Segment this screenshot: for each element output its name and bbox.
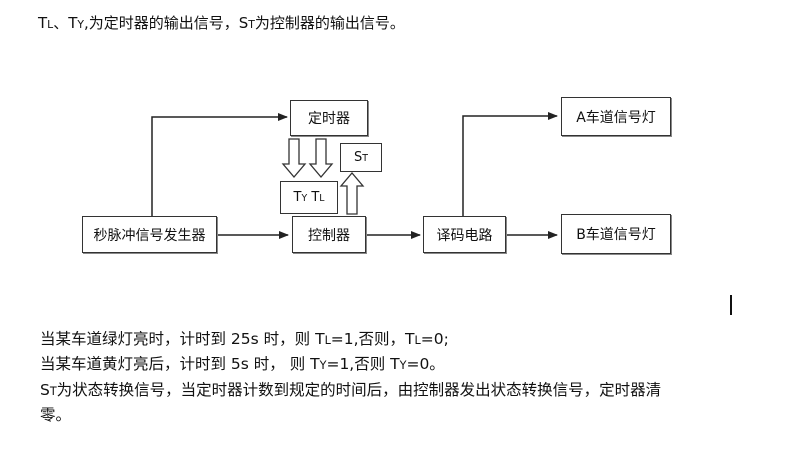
tl-symbol: TL <box>38 14 54 32</box>
tl-label: TL <box>311 190 325 205</box>
note-line-2: 当某车道黄灯亮后，计时到 5s 时， 则 TY=1,否则 TY=0。 <box>40 355 445 373</box>
a-light-label: A车道信号灯 <box>576 109 656 126</box>
ty-down-arrow <box>281 138 307 179</box>
tl-down-arrow <box>308 138 334 179</box>
timer-box: 定时器 <box>290 100 368 136</box>
note-line-4: 零。 <box>40 406 72 424</box>
ty-tl-label-box: TY TL <box>280 181 338 214</box>
st-symbol: ST <box>238 14 255 32</box>
ty-label: TY <box>293 190 308 205</box>
ty-symbol: TY <box>68 14 84 32</box>
decoder-box: 译码电路 <box>423 216 506 253</box>
st-label: ST <box>354 150 368 165</box>
pulse-to-timer-line <box>151 113 288 217</box>
note-line-1: 当某车道绿灯亮时，计时到 25s 时，则 TL=1,否则，TL=0; <box>40 330 449 348</box>
controller-box: 控制器 <box>292 216 366 253</box>
pulse-generator-box: 秒脉冲信号发生器 <box>82 216 217 253</box>
b-light-label: B车道信号灯 <box>576 227 656 243</box>
decoder-to-a-line <box>462 112 558 217</box>
timer-label: 定时器 <box>308 111 350 127</box>
b-light-box: B车道信号灯 <box>561 214 671 254</box>
st-label-box: ST <box>340 143 382 172</box>
separator: 、 <box>53 14 69 32</box>
text-cursor <box>730 295 732 315</box>
decoder-label: 译码电路 <box>436 227 493 244</box>
note-line-3: ST为状态转换信号，当定时器计数到规定的时间后，由控制器发出状态转换信号，定时器… <box>40 381 662 399</box>
a-light-box: A车道信号灯 <box>561 97 671 136</box>
intro-text-1: ,为定时器的输出信号， <box>83 14 239 32</box>
st-up-arrow <box>339 171 365 215</box>
intro-text: TL、TY,为定时器的输出信号，ST为控制器的输出信号。 <box>38 12 405 33</box>
intro-text-2: 为控制器的输出信号。 <box>254 14 405 32</box>
controller-label: 控制器 <box>308 227 350 244</box>
pulse-generator-label: 秒脉冲信号发生器 <box>93 227 206 244</box>
